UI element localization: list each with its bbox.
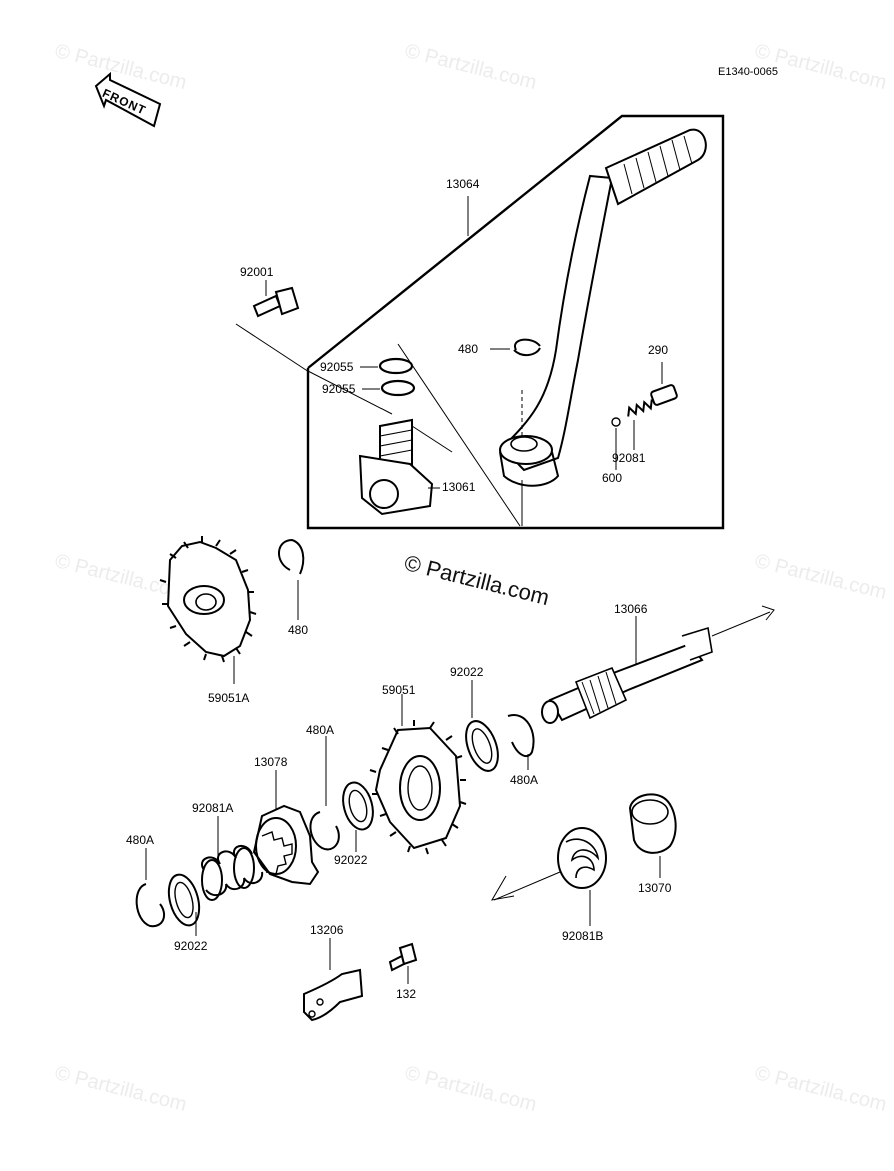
- part-label-92022[interactable]: 92022: [334, 853, 368, 867]
- part-label-480A[interactable]: 480A: [510, 773, 539, 787]
- leader-92001: [235, 323, 307, 371]
- part-label-92001[interactable]: 92001: [240, 265, 274, 279]
- part-label-92022[interactable]: 92022: [174, 939, 208, 953]
- lever-boss: [499, 435, 553, 465]
- lever-bore: [510, 436, 538, 452]
- part-label-13064[interactable]: 13064: [446, 177, 480, 191]
- part-label-480A[interactable]: 480A: [306, 723, 335, 737]
- part-label-92055[interactable]: 92055: [320, 360, 354, 374]
- part-label-13078[interactable]: 13078: [254, 755, 288, 769]
- circlip-480-mid: [278, 538, 305, 575]
- part-label-480[interactable]: 480: [458, 342, 479, 356]
- circlip-480A-mid: [309, 811, 340, 851]
- front-arrow-icon: [94, 71, 162, 128]
- shim-92022-mid: [342, 781, 374, 831]
- part-label-59051A[interactable]: 59051A: [208, 691, 250, 705]
- part-label-132[interactable]: 132: [396, 987, 417, 1001]
- part-label-13061[interactable]: 13061: [442, 480, 476, 494]
- diagram-code: E1340-0065: [718, 66, 778, 78]
- kick-shaft-13066: [548, 642, 704, 722]
- assembly-frame: [306, 114, 725, 530]
- grip-ridges: [623, 135, 693, 195]
- circlip-480-top: [513, 338, 541, 356]
- spring-92081: [627, 399, 653, 417]
- part-label-92022[interactable]: 92022: [450, 665, 484, 679]
- part-label-13206[interactable]: 13206: [310, 923, 344, 937]
- part-label-59051[interactable]: 59051: [382, 683, 416, 697]
- part-label-13070[interactable]: 13070: [638, 881, 672, 895]
- shim-92022-top: [465, 720, 499, 772]
- circlip-480A-left: [135, 883, 166, 928]
- oring-92055-b: [380, 379, 416, 397]
- part-label-92081B[interactable]: 92081B: [562, 929, 604, 943]
- gear-59051A: [166, 540, 252, 658]
- shim-92022-low: [167, 873, 201, 927]
- kick-pedal-grip: [604, 128, 707, 206]
- ball-600: [611, 417, 621, 427]
- part-label-92055[interactable]: 92055: [322, 382, 356, 396]
- plug-290: [650, 384, 678, 406]
- part-label-92081[interactable]: 92081: [612, 451, 646, 465]
- part-label-600[interactable]: 600: [602, 471, 623, 485]
- spring-92081B: [557, 827, 607, 889]
- part-label-92081A[interactable]: 92081A: [192, 801, 234, 815]
- oring-92055-a: [378, 357, 414, 375]
- bolt-92001: [252, 294, 282, 318]
- circlip-480A-right: [507, 714, 535, 758]
- part-label-13066[interactable]: 13066: [614, 602, 648, 616]
- gear-59051: [374, 726, 462, 850]
- guide-13206: [303, 968, 364, 1022]
- part-label-480A[interactable]: 480A: [126, 833, 155, 847]
- part-label-480[interactable]: 480: [288, 623, 309, 637]
- kick-pedal-lever: [502, 174, 614, 472]
- part-label-290[interactable]: 290: [648, 343, 669, 357]
